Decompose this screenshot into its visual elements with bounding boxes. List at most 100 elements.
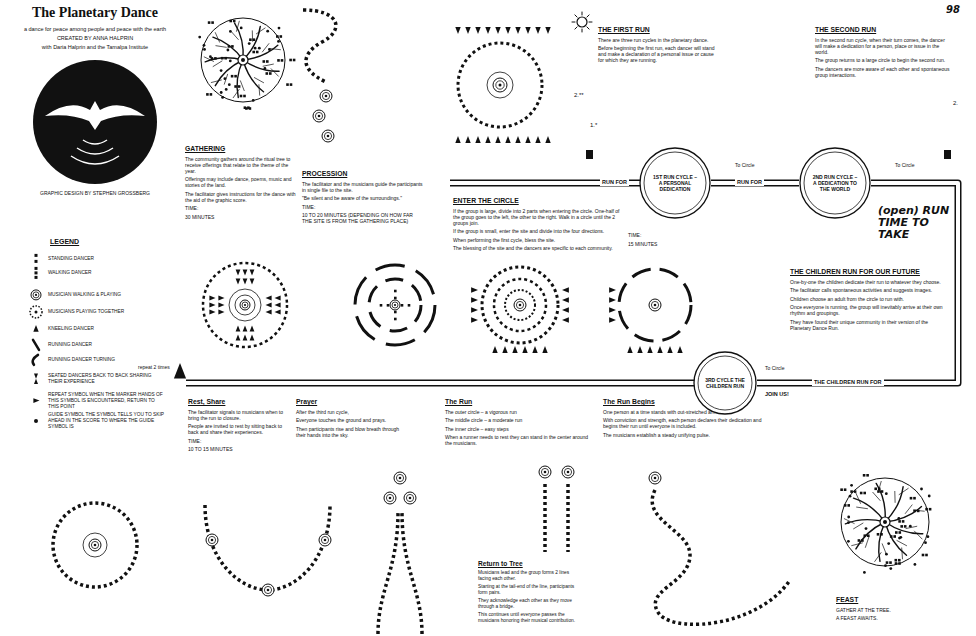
section-heading: Return to Tree: [478, 560, 582, 568]
cross-formation: [229, 289, 261, 321]
tree-figure: [889, 561, 892, 564]
musician-symbol: [539, 466, 551, 478]
tree-figure: [229, 30, 232, 33]
musician-symbol: [499, 84, 502, 87]
tree-figure: [895, 559, 898, 562]
return-path: [652, 490, 790, 624]
note-text: Starting at the tail-end of the line, pa…: [478, 584, 582, 596]
section-heading: The Run: [445, 398, 593, 406]
tree-figure: [228, 45, 231, 48]
tree-figure: [198, 36, 201, 39]
musician-symbol: [409, 497, 412, 500]
musician-symbol: [564, 468, 571, 475]
tree-figure: [213, 37, 243, 60]
legend-text: SEATED DANCERS BACK TO BACK SHARING THEI…: [48, 373, 166, 385]
run-circles: [471, 297, 478, 302]
tree-figure: [243, 45, 278, 60]
circle-formation: [545, 27, 550, 34]
tree-figure: [913, 510, 916, 513]
legend-symbol: [35, 267, 38, 270]
tree-figure: [883, 520, 887, 524]
tree-figure: [233, 89, 239, 98]
musician-symbol: [649, 472, 661, 484]
tree-figure: [886, 561, 889, 564]
tree-figure: [858, 539, 861, 542]
track-inner: [186, 381, 725, 385]
marker-square: [586, 150, 593, 159]
musician-symbol: [544, 471, 547, 474]
note-text: If the group is small, enter the site an…: [453, 228, 621, 234]
sun-symbol: [577, 17, 587, 27]
circle-formation: [485, 27, 490, 34]
tree-figure: [922, 554, 925, 557]
circle-formation: [485, 136, 490, 143]
musician-symbol: [319, 534, 331, 546]
circle-label: 1ST RUN CYCLE – A PERSONAL DEDICATION: [651, 174, 699, 192]
tree-figure: [224, 74, 227, 84]
note-text: If the group is large, divide into 2 par…: [453, 208, 621, 226]
tree-figure: [914, 563, 917, 566]
legend-symbol: [33, 340, 39, 350]
tree-figure: [211, 80, 221, 83]
tree-figure: [215, 60, 243, 86]
section-heading: GATHERING: [185, 145, 297, 153]
tree-figure: [269, 72, 272, 75]
tree-figure: [874, 488, 877, 491]
tree-figure: [867, 534, 870, 537]
tree-figure: [898, 559, 901, 562]
note-text: 10 TO 20 MINUTES (DEPENDING ON HOW FAR T…: [302, 212, 424, 224]
legend-text: RUNNING DANCER: [48, 342, 166, 348]
arc-formation: [387, 304, 390, 307]
circle-formation: [505, 27, 510, 34]
legend-text: REPEAT SYMBOL WHEN THE MARKER HANDS OF T…: [48, 392, 166, 409]
tree-figure: [224, 57, 227, 60]
musician-symbol: [514, 299, 526, 311]
note-text: People are invited to rest by sitting ba…: [188, 423, 288, 435]
tree-figure: [286, 83, 289, 86]
tree-figure: [856, 493, 861, 503]
tree-figure: [249, 38, 252, 41]
musician-symbol: [654, 304, 657, 307]
run-circles: [471, 287, 478, 292]
musician-symbol: [562, 466, 574, 478]
tree-figure: [280, 35, 283, 38]
tree-figure: [880, 533, 883, 536]
cross-formation: [203, 263, 287, 347]
cross-formation: [250, 335, 255, 341]
circle-formation: [495, 27, 500, 34]
tree-figure: [902, 520, 905, 523]
musician-symbol: [321, 536, 328, 543]
musician-symbol: [324, 539, 327, 542]
run-circles: [505, 290, 535, 320]
tree-figure: [248, 42, 251, 45]
musician-symbol: [389, 497, 392, 500]
tree-figure: [290, 83, 293, 86]
note-text: A FEAST AWAITS.: [836, 615, 916, 621]
run-circles: [482, 267, 558, 343]
circle-formation: [455, 136, 460, 143]
musician-symbol: [394, 472, 406, 484]
musician-symbol: [244, 304, 246, 306]
musician-symbol: [496, 81, 504, 89]
note-text: The middle circle – a moderate run: [445, 417, 593, 423]
tree-figure: [266, 72, 269, 75]
note-text: RUN FOR: [600, 179, 629, 186]
legend-symbol: [33, 292, 39, 298]
tree-figure: [214, 57, 217, 60]
broken-circle: [667, 346, 672, 353]
tree-figure: [924, 541, 927, 544]
tree-figure: [877, 490, 880, 493]
merging-lines: [402, 512, 422, 634]
tree-figure: [885, 492, 888, 495]
legend-text: WALKING DANCER: [48, 270, 166, 276]
legend-symbol: [34, 379, 38, 384]
musician-symbol: [211, 539, 214, 542]
tree-figure: [211, 21, 214, 24]
broken-circle: [677, 346, 682, 353]
rest-circle: [83, 533, 107, 557]
tree-figure: [905, 505, 912, 514]
cross-formation: [218, 303, 224, 308]
tree-figure: [885, 522, 907, 555]
tree-figure: [264, 67, 267, 70]
arc-formation: [355, 265, 435, 345]
